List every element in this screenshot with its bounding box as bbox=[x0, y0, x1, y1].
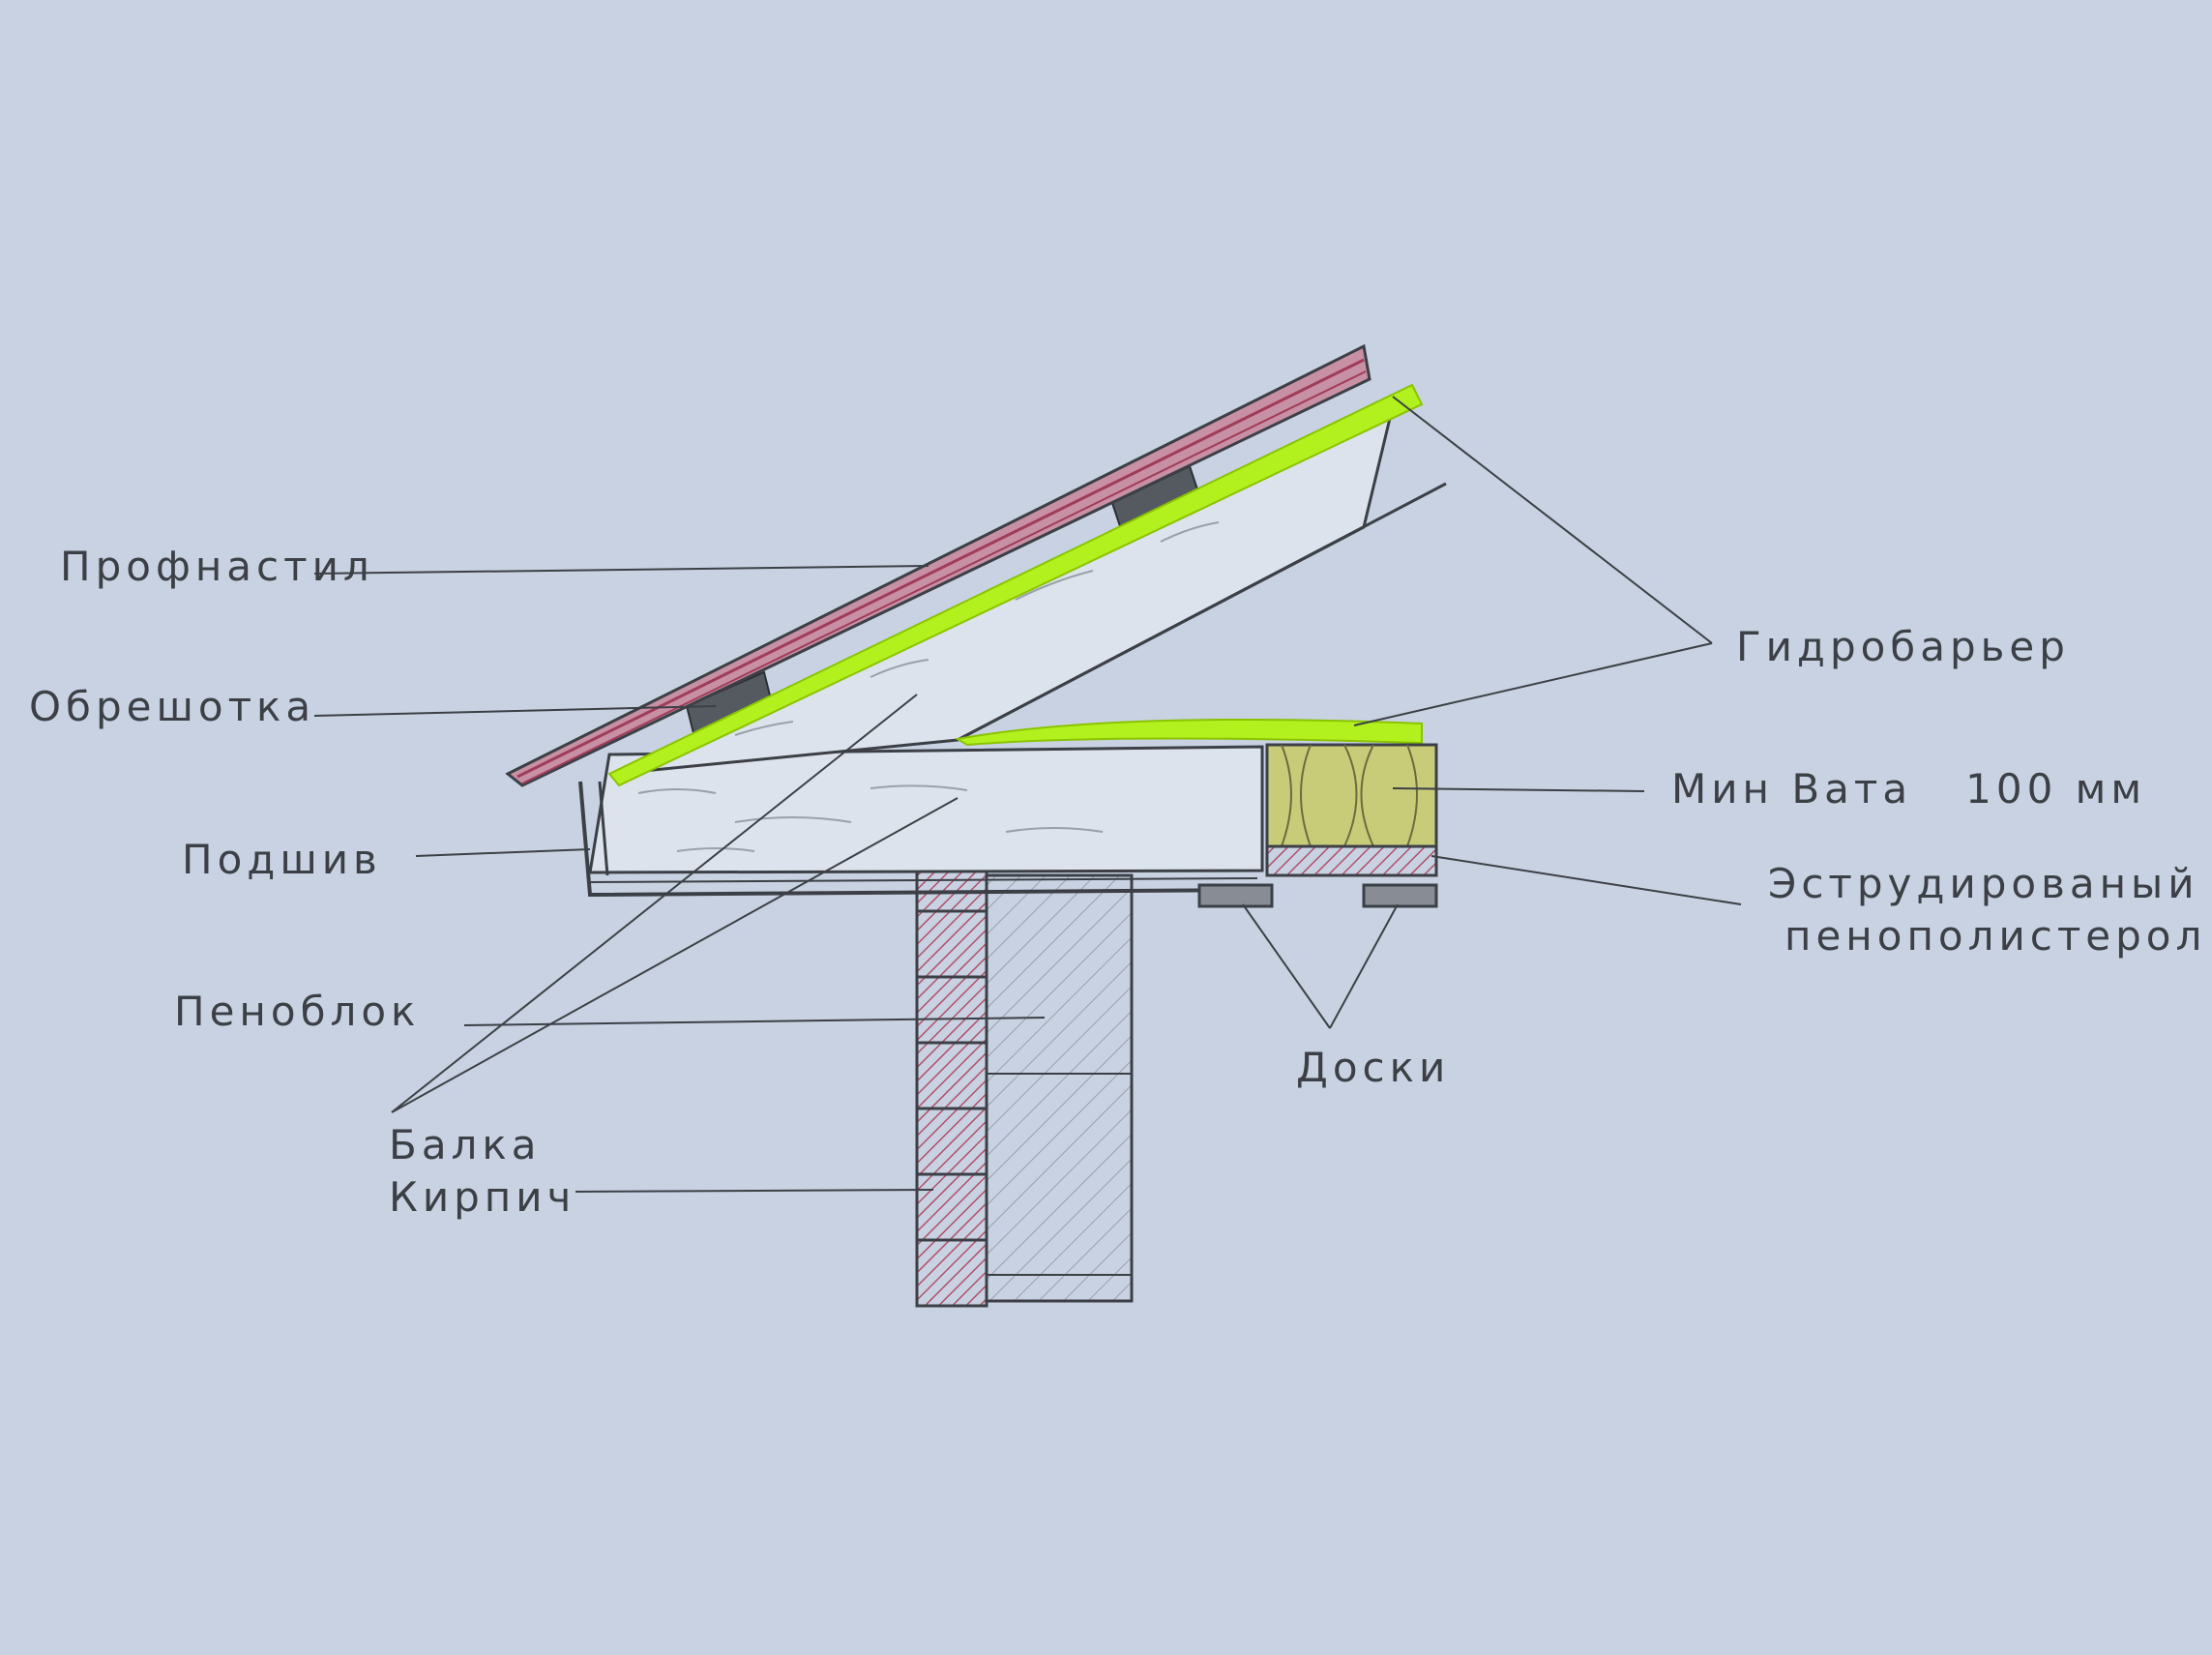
extruded-polystyrene bbox=[1265, 844, 1438, 877]
vapor-barrier-ceiling bbox=[955, 718, 1423, 747]
label-balka: Балка bbox=[389, 1121, 542, 1168]
soffit bbox=[578, 781, 1263, 898]
vapor-barrier-rafter bbox=[607, 383, 1424, 787]
label-obreshotka: Обрешотка bbox=[29, 683, 315, 730]
label-kirpich: Кирпич bbox=[389, 1173, 575, 1221]
leader-lines bbox=[313, 396, 1742, 1193]
label-penoblok: Пеноблок bbox=[174, 988, 420, 1035]
horizontal-beam bbox=[588, 745, 1264, 874]
foam-block-wall bbox=[985, 873, 1134, 1303]
label-extruded-line2: пенополистерол bbox=[1784, 912, 2206, 960]
label-doski: Доски bbox=[1296, 1044, 1450, 1091]
boards bbox=[1197, 883, 1438, 908]
label-profnastil: Профнастил bbox=[60, 543, 374, 590]
label-podshiv: Подшив bbox=[182, 836, 382, 883]
brick-wall bbox=[915, 861, 988, 1308]
label-extruded-line1: Эструдированый bbox=[1768, 860, 2199, 907]
label-minvata: Мин Вата 100 мм bbox=[1671, 765, 2146, 813]
mineral-wool bbox=[1265, 743, 1438, 848]
label-gidrobarier: Гидробарьер bbox=[1736, 623, 2070, 670]
